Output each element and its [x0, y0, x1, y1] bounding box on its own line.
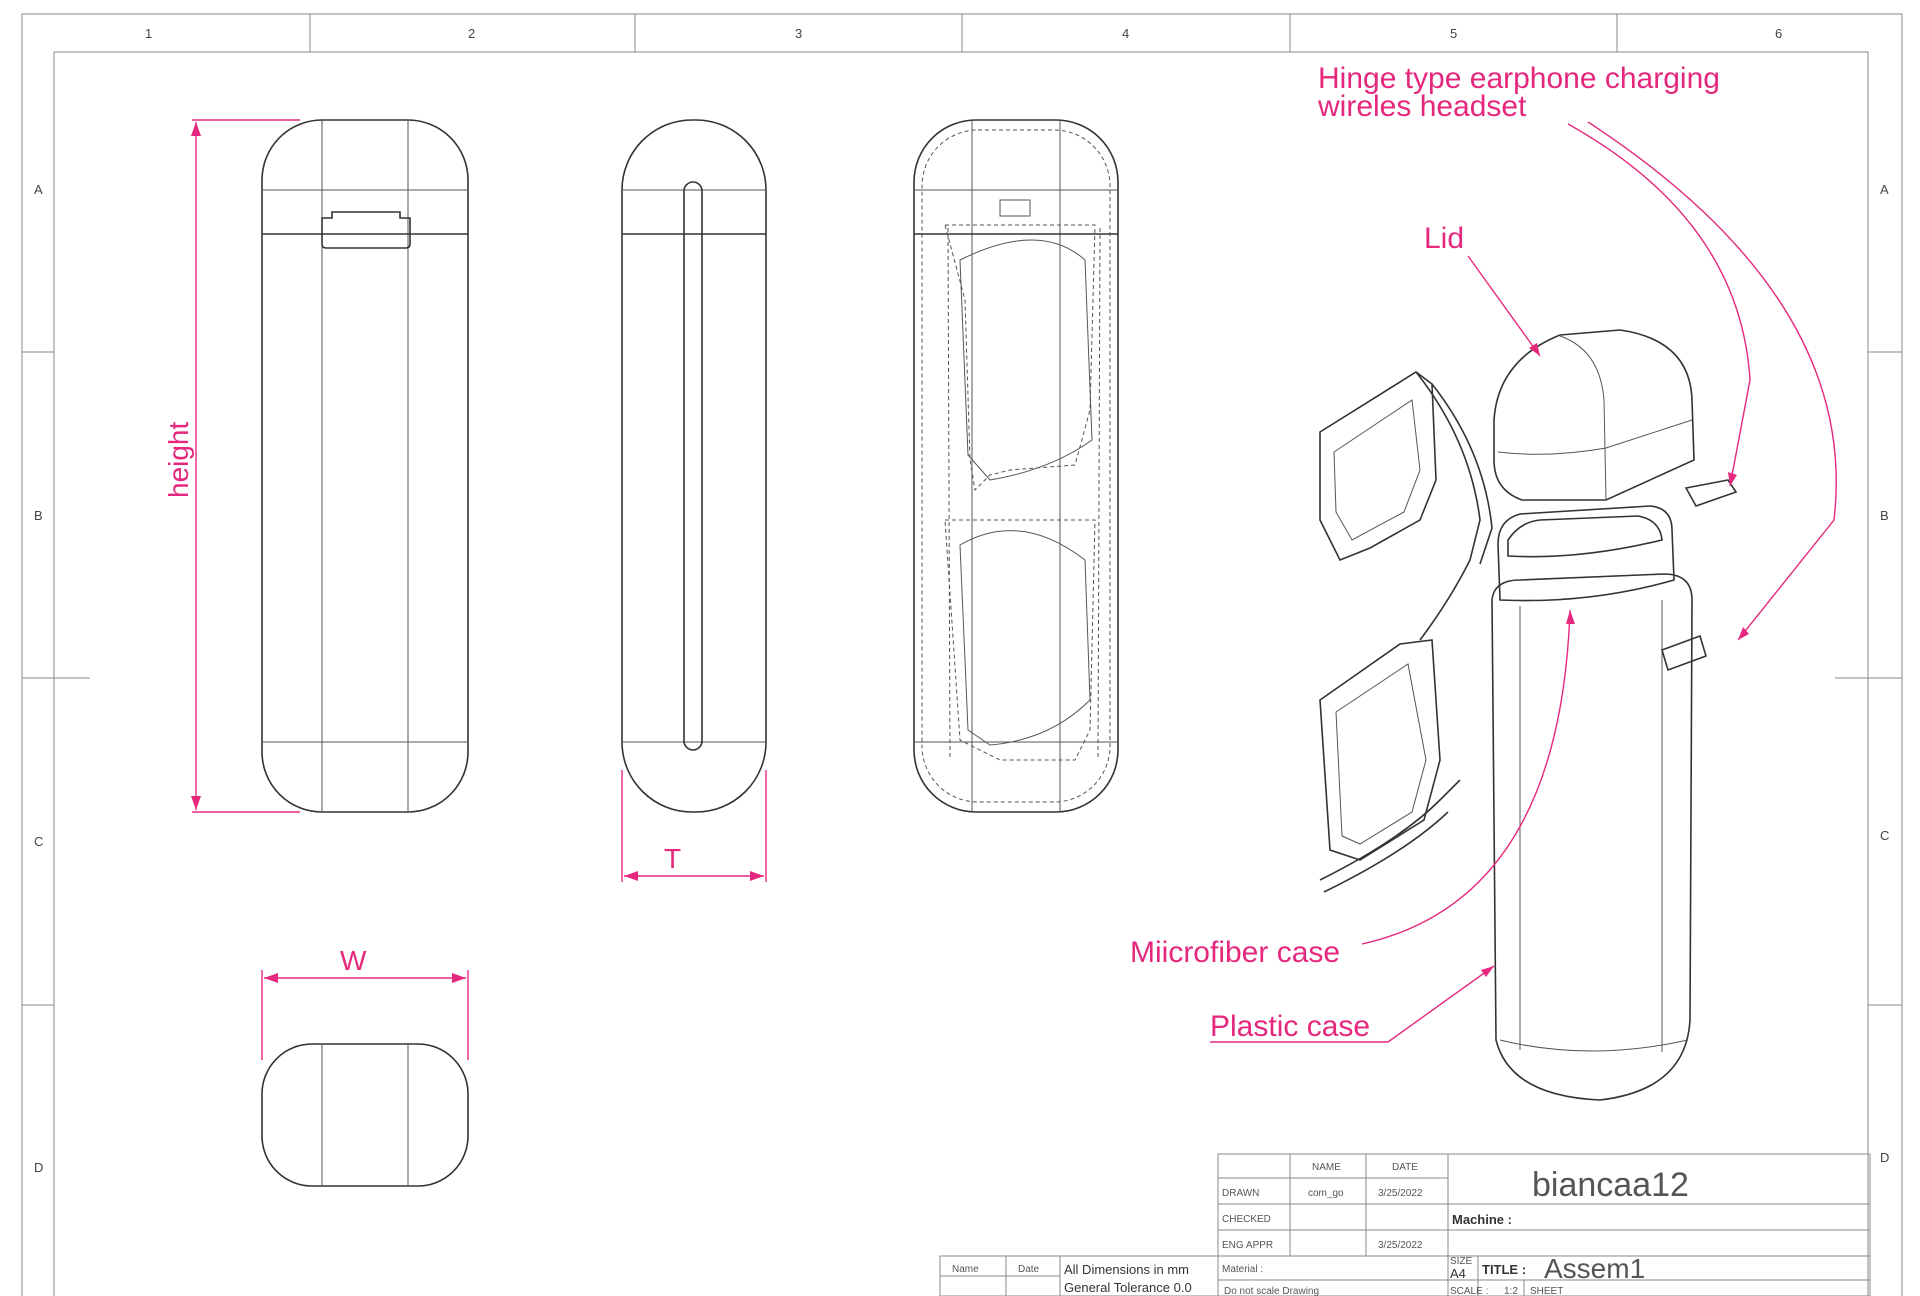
tb-drawn-label: DRAWN [1222, 1188, 1259, 1199]
zone-col-2: 2 [468, 26, 475, 41]
zone-row-d-right: D [1880, 1150, 1889, 1165]
tb-machine-label: Machine : [1452, 1212, 1512, 1227]
zone-row-c-left: C [34, 834, 43, 849]
side-view [621, 119, 767, 813]
tb-checked-label: CHECKED [1222, 1214, 1271, 1225]
tb-company-name: biancaa12 [1532, 1166, 1689, 1204]
width-dimension: W [261, 945, 469, 1060]
tb-title-label: TITLE : [1482, 1262, 1526, 1277]
zone-row-b-left: B [34, 508, 43, 523]
zone-col-1: 1 [145, 26, 152, 41]
microfiber-callout-label: Miicrofiber case [1130, 936, 1340, 969]
height-dimension: height [163, 119, 300, 813]
callout-microfiber: Miicrofiber case [1130, 609, 1575, 969]
tb-size-value: A4 [1450, 1266, 1466, 1281]
tb-eng-label: ENG APPR [1222, 1240, 1273, 1251]
zone-row-c-right: C [1880, 828, 1889, 843]
tb-drawn-name: com_go [1308, 1188, 1344, 1199]
tb-scale-value: 1:2 [1504, 1286, 1518, 1296]
hinge-callout-line1: Hinge type earphone charging [1318, 62, 1720, 95]
title-block: NAME DATE DRAWN com_go 3/25/2022 CHECKED… [939, 1153, 1871, 1296]
height-label: height [163, 421, 194, 498]
zone-col-5: 5 [1450, 26, 1457, 41]
width-label: W [340, 945, 367, 976]
thickness-dimension: T [621, 770, 767, 882]
notes-line2: General Tolerance 0.0 [1064, 1280, 1192, 1295]
tb-eng-date: 3/25/2022 [1378, 1240, 1423, 1251]
tb-size-label: SIZE [1450, 1256, 1473, 1267]
rev-name-header: Name [952, 1264, 979, 1275]
zone-row-a-right: A [1880, 182, 1889, 197]
zone-row-b-right: B [1880, 508, 1889, 523]
tb-sheet-label: SHEET [1530, 1286, 1563, 1296]
rev-date-header: Date [1018, 1264, 1040, 1275]
hinge-callout-line2: wireles headset [1317, 90, 1527, 123]
row-zone-markers: A B C D A B C D [22, 182, 1902, 1175]
tb-title-value: Assem1 [1544, 1253, 1645, 1284]
plastic-callout-label: Plastic case [1210, 1010, 1370, 1043]
inner-frame [53, 51, 1869, 1296]
top-view [261, 1043, 469, 1187]
tb-drawn-date: 3/25/2022 [1378, 1188, 1423, 1199]
zone-col-6: 6 [1775, 26, 1782, 41]
zone-col-4: 4 [1122, 26, 1129, 41]
callout-hinge: Hinge type earphone charging wireles hea… [1317, 62, 1837, 641]
zone-col-3: 3 [795, 26, 802, 41]
section-view [913, 119, 1119, 813]
lid-callout-label: Lid [1424, 222, 1464, 255]
front-view [261, 119, 469, 813]
isometric-assembly [1319, 329, 1738, 1101]
tb-col-name: NAME [1312, 1162, 1341, 1173]
zone-row-d-left: D [34, 1160, 43, 1175]
tb-scale-label: SCALE : [1450, 1286, 1488, 1296]
callout-plastic: Plastic case [1210, 965, 1495, 1043]
thickness-label: T [664, 843, 681, 874]
notes-line1: All Dimensions in mm [1064, 1262, 1189, 1277]
tb-do-not-scale: Do not scale Drawing [1224, 1286, 1319, 1296]
zone-row-a-left: A [34, 182, 43, 197]
column-zone-markers: 1 2 3 4 5 6 [145, 14, 1782, 52]
tb-col-date: DATE [1392, 1162, 1418, 1173]
callout-lid: Lid [1424, 222, 1541, 357]
tb-material-label: Material : [1222, 1264, 1263, 1275]
outer-frame [21, 13, 1903, 1296]
